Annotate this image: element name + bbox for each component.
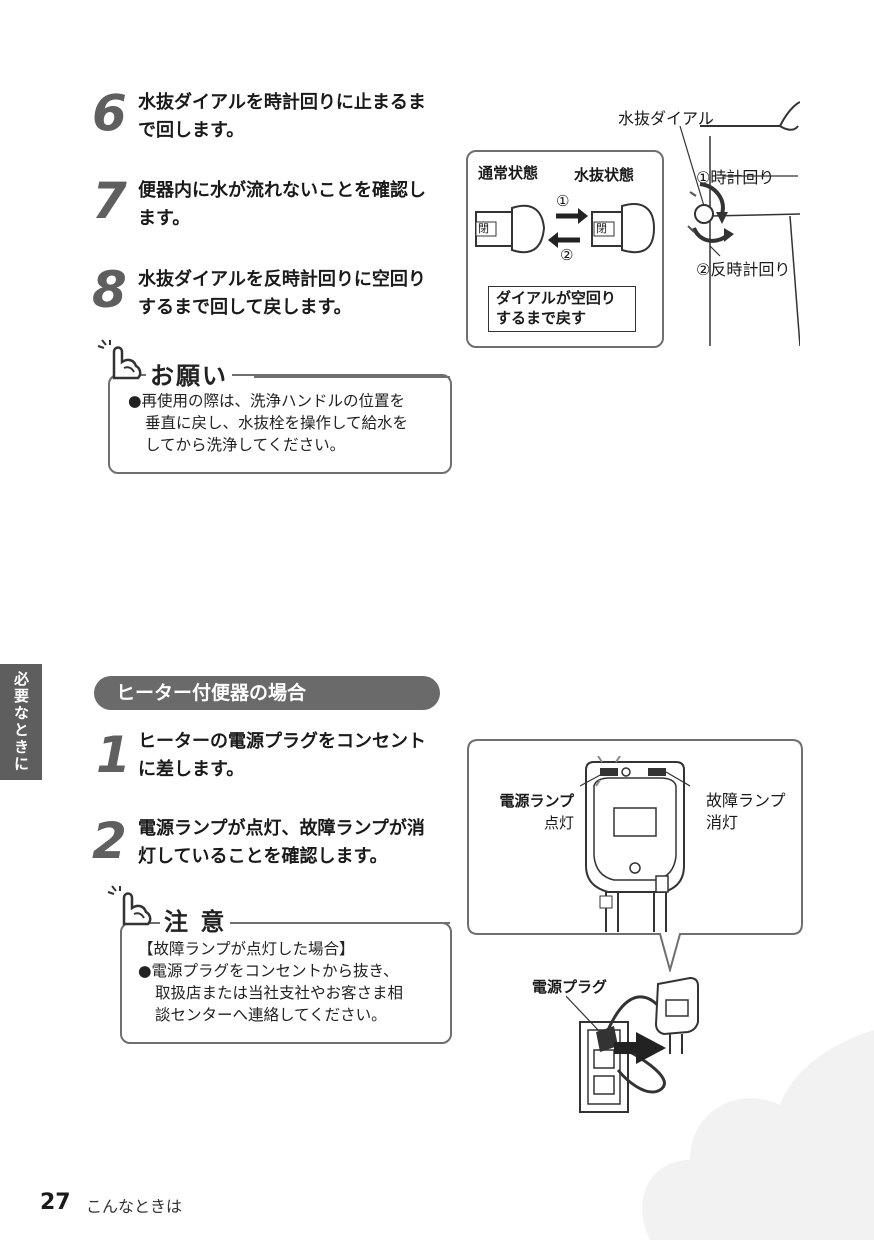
step-text: 水抜ダイアルを反時計回りに空回り するまで回して戻します。 — [138, 266, 426, 322]
decorative-cloud-shape — [642, 1030, 874, 1240]
step-line: 電源ランプが点灯、故障ランプが消 — [138, 818, 425, 839]
step-number: 2 — [92, 812, 127, 870]
note-line: 談センターへ連絡してください。 — [155, 1006, 387, 1024]
step-text: 便器内に水が流れないことを確認し ます。 — [138, 177, 426, 233]
step-line: するまで回して戻します。 — [138, 297, 352, 318]
caption-line: ダイアルが空回り — [496, 289, 616, 307]
step-line: ヒーターの電源プラグをコンセント — [138, 731, 426, 752]
step-line: 水抜ダイアルを反時計回りに空回り — [138, 269, 426, 290]
pointing-hand-icon — [97, 339, 142, 380]
power-plug-label: 電源プラグ — [532, 978, 608, 996]
power-lamp-label: 電源ランプ 点灯 — [482, 790, 574, 834]
title-rule — [254, 376, 450, 378]
normal-state-label: 通常状態 — [478, 164, 539, 182]
note-line: 垂直に戻し、水抜栓を操作して給水を — [145, 414, 409, 432]
section-side-tab: 必要なときに — [0, 664, 42, 780]
step-text: 水抜ダイアルを時計回りに止まるま で回します。 — [138, 89, 426, 145]
step-number: 1 — [96, 726, 131, 784]
fault-lamp-line: 故障ランプ — [706, 791, 786, 810]
note-line: ●電源プラグをコンセントから抜き、 — [138, 962, 399, 980]
note-line: 【故障ランプが点灯した場合】 — [138, 940, 355, 958]
power-lamp-line: 点灯 — [543, 814, 574, 832]
step-line: ます。 — [138, 208, 191, 229]
step-number: 7 — [92, 172, 127, 230]
step-text: 電源ランプが点灯、故障ランプが消 灯していることを確認します。 — [138, 815, 425, 871]
step-number: 6 — [92, 84, 127, 142]
clockwise-label: ①時計回り — [696, 168, 775, 187]
note-line: ●再使用の際は、洗浄ハンドルの位置を — [128, 392, 406, 410]
footer-section-title: こんなときは — [86, 1197, 183, 1216]
arrow-1-label: ① — [556, 192, 570, 210]
page-number: 27 — [40, 1190, 71, 1215]
caption-line: するまで戻す — [496, 309, 587, 327]
step-line: で回します。 — [138, 120, 245, 141]
step-line: 灯していることを確認します。 — [138, 846, 388, 867]
caution-note-text: 【故障ランプが点灯した場合】 ●電源プラグをコンセントから抜き、 取扱店または当… — [138, 938, 403, 1026]
step-line: 便器内に水が流れないことを確認し — [138, 180, 426, 201]
drain-state-label: 水抜状態 — [574, 166, 635, 184]
dial-caption: ダイアルが空回り するまで戻す — [496, 288, 616, 328]
knob-mark-text: 閉 — [478, 222, 489, 235]
step-line: に差します。 — [138, 759, 245, 780]
power-plug-outlet-illustration — [566, 976, 699, 1113]
heater-control-unit-illustration — [580, 756, 690, 932]
power-lamp-line: 電源ランプ — [499, 792, 574, 810]
fault-lamp-label: 故障ランプ 消灯 — [706, 790, 786, 834]
note-line: 取扱店または当社支社やお客さま相 — [155, 984, 404, 1002]
request-note-box — [108, 374, 452, 474]
toilet-tank-dial-illustration — [679, 101, 800, 346]
step-number: 8 — [92, 261, 127, 319]
dial-caption-box — [488, 286, 636, 332]
knob-mark-text: 閉 — [596, 222, 607, 235]
fault-lamp-line: 消灯 — [706, 813, 739, 832]
arrow-2-label: ② — [560, 246, 574, 264]
pointing-hand-icon — [107, 885, 152, 926]
request-note-title: お願い — [146, 356, 232, 391]
counter-clockwise-label: ②反時計回り — [696, 260, 791, 279]
step-text: ヒーターの電源プラグをコンセント に差します。 — [138, 728, 426, 784]
note-line: してから洗浄してください。 — [145, 436, 346, 454]
title-rule — [244, 922, 450, 924]
caution-note-box — [120, 922, 452, 1044]
step-line: 水抜ダイアルを時計回りに止まるま — [138, 92, 426, 113]
drain-dial-label: 水抜ダイアル — [618, 109, 714, 128]
request-note-text: ●再使用の際は、洗浄ハンドルの位置を 垂直に戻し、水抜栓を操作して給水を してか… — [128, 390, 408, 456]
caution-note-title: 注 意 — [160, 902, 231, 937]
section-heading: ヒーター付便器の場合 — [94, 676, 440, 710]
dial-state-illustration — [475, 203, 656, 254]
